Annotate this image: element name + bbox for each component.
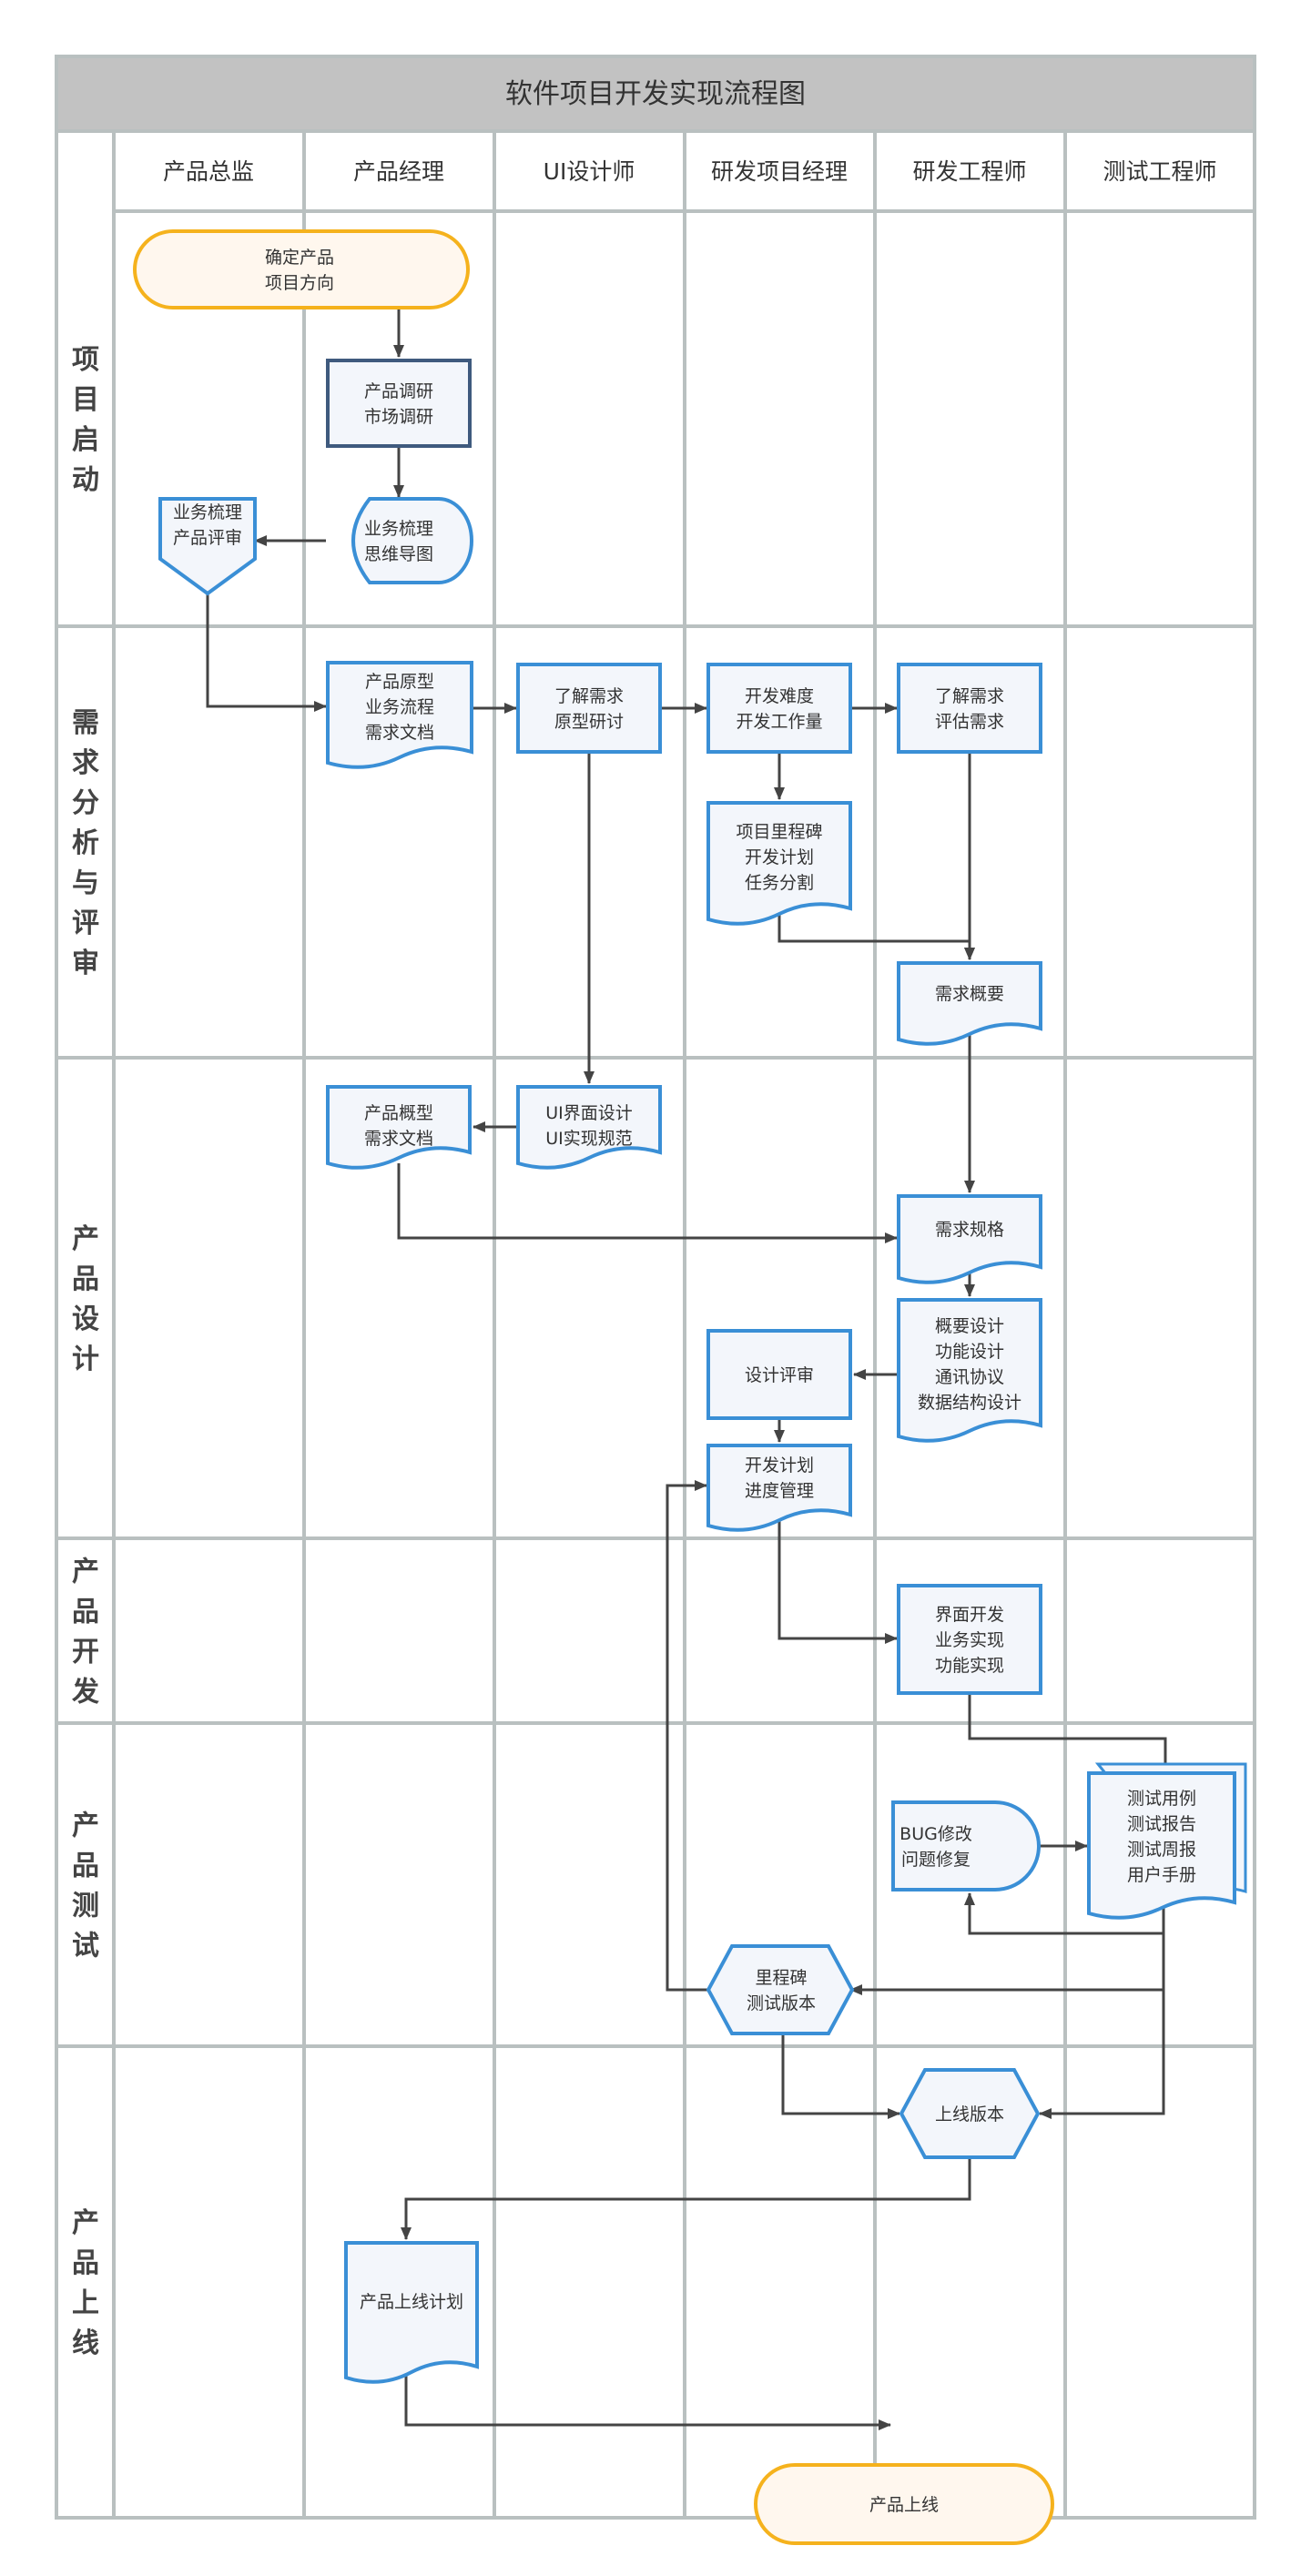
node-n16[interactable] — [706, 1444, 852, 1532]
node-n2[interactable] — [326, 359, 472, 448]
outer-frame — [55, 129, 1256, 2520]
node-label-n22: 产品上线计划 — [360, 2292, 463, 2312]
connectors — [206, 308, 1171, 2430]
node-n6[interactable] — [516, 663, 662, 754]
lane-header-test-engineer: 测试工程师 — [1103, 158, 1216, 185]
edge-n21-n22 — [401, 2157, 971, 2240]
node-n7[interactable] — [706, 663, 852, 754]
node-label-n6: 了解需求原型研讨 — [554, 686, 624, 732]
node-n9[interactable] — [706, 801, 852, 926]
node-label-n1: 确定产品项目方向 — [265, 248, 334, 293]
title-bar — [55, 55, 1256, 133]
node-n17[interactable] — [897, 1584, 1042, 1695]
node-n12[interactable] — [326, 1085, 472, 1170]
node-n4[interactable] — [158, 497, 257, 596]
node-label-n8: 了解需求评估需求 — [935, 686, 1004, 732]
diagram-title: 软件项目开发实现流程图 — [505, 78, 806, 110]
lane-header-product-director: 产品总监 — [163, 158, 254, 185]
node-label-n12: 产品概型需求文档 — [364, 1103, 433, 1149]
node-label-n19: BUG修改问题修复 — [899, 1824, 972, 1870]
node-label-n18: 测试用例测试报告测试周报用户手册 — [1127, 1789, 1196, 1885]
node-label-n7: 开发难度开发工作量 — [736, 686, 822, 732]
lane-headers: 产品总监 产品经理 UI设计师 研发项目经理 研发工程师 测试工程师 — [163, 158, 1217, 185]
node-label-n20: 里程碑测试版本 — [747, 1968, 816, 2013]
node-label-n21: 上线版本 — [935, 2104, 1004, 2125]
node-label-n2: 产品调研市场调研 — [364, 381, 433, 427]
edge-n22-n23 — [404, 2372, 891, 2430]
phase-label: 需求分析与评审 — [72, 707, 99, 979]
node-n8[interactable] — [897, 663, 1042, 754]
node-label-n23: 产品上线 — [869, 2495, 939, 2515]
node-label-n10: 需求概要 — [935, 984, 1004, 1004]
node-label-n17: 界面开发业务实现功能实现 — [935, 1605, 1004, 1676]
phase-label: 产品上线 — [72, 2207, 99, 2359]
phase-label: 项目启动 — [72, 344, 99, 496]
edge-n12-n13 — [397, 1163, 898, 1243]
lane-header-dev-project-manager: 研发项目经理 — [711, 158, 848, 185]
node-label-n4: 业务梳理产品评审 — [173, 502, 242, 548]
lane-header-ui-designer: UI设计师 — [544, 158, 635, 185]
node-n1[interactable] — [133, 229, 470, 309]
swimlane-grid — [55, 55, 1256, 2520]
node-n3[interactable] — [351, 497, 473, 584]
node-label-n5: 产品原型业务流程需求文档 — [365, 672, 434, 743]
node-label-n3: 业务梳理思维导图 — [364, 519, 433, 564]
node-label-n15: 设计评审 — [745, 1365, 814, 1385]
node-n10[interactable] — [897, 961, 1042, 1046]
node-label-n14: 概要设计功能设计通讯协议数据结构设计 — [918, 1316, 1021, 1413]
node-n18[interactable] — [1087, 1771, 1236, 1920]
node-n20[interactable] — [706, 1944, 855, 2035]
edge-n17-n18 — [968, 1693, 1171, 1776]
phase-label: 产品设计 — [72, 1223, 99, 1375]
node-n19[interactable] — [891, 1800, 1041, 1891]
edge-n4-n5 — [206, 593, 327, 712]
node-n15[interactable] — [706, 1329, 852, 1420]
node-label-n16: 开发计划进度管理 — [745, 1455, 814, 1501]
node-n23[interactable] — [754, 2463, 1054, 2545]
nodes — [133, 229, 1247, 2545]
edge-n20-n21 — [781, 2033, 900, 2119]
phase-label: 产品测试 — [72, 1810, 99, 1962]
edge-n18-n21 — [1039, 1899, 1165, 2119]
phase-label: 产品开发 — [71, 1557, 99, 1709]
lane-header-product-manager: 产品经理 — [353, 158, 444, 185]
edge-n16-n17 — [777, 1516, 898, 1644]
node-n21[interactable] — [899, 2068, 1041, 2159]
node-n13[interactable] — [897, 1194, 1042, 1284]
node-label-n9: 项目里程碑开发计划任务分割 — [736, 822, 822, 893]
node-n11[interactable] — [516, 1085, 662, 1170]
lane-header-dev-engineer: 研发工程师 — [912, 158, 1026, 185]
node-n22[interactable] — [344, 2241, 479, 2384]
node-n5[interactable] — [326, 661, 473, 769]
node-n14[interactable] — [897, 1298, 1042, 1443]
node-label-n13: 需求规格 — [935, 1220, 1004, 1240]
edge-n20-n16 — [666, 1480, 708, 1992]
